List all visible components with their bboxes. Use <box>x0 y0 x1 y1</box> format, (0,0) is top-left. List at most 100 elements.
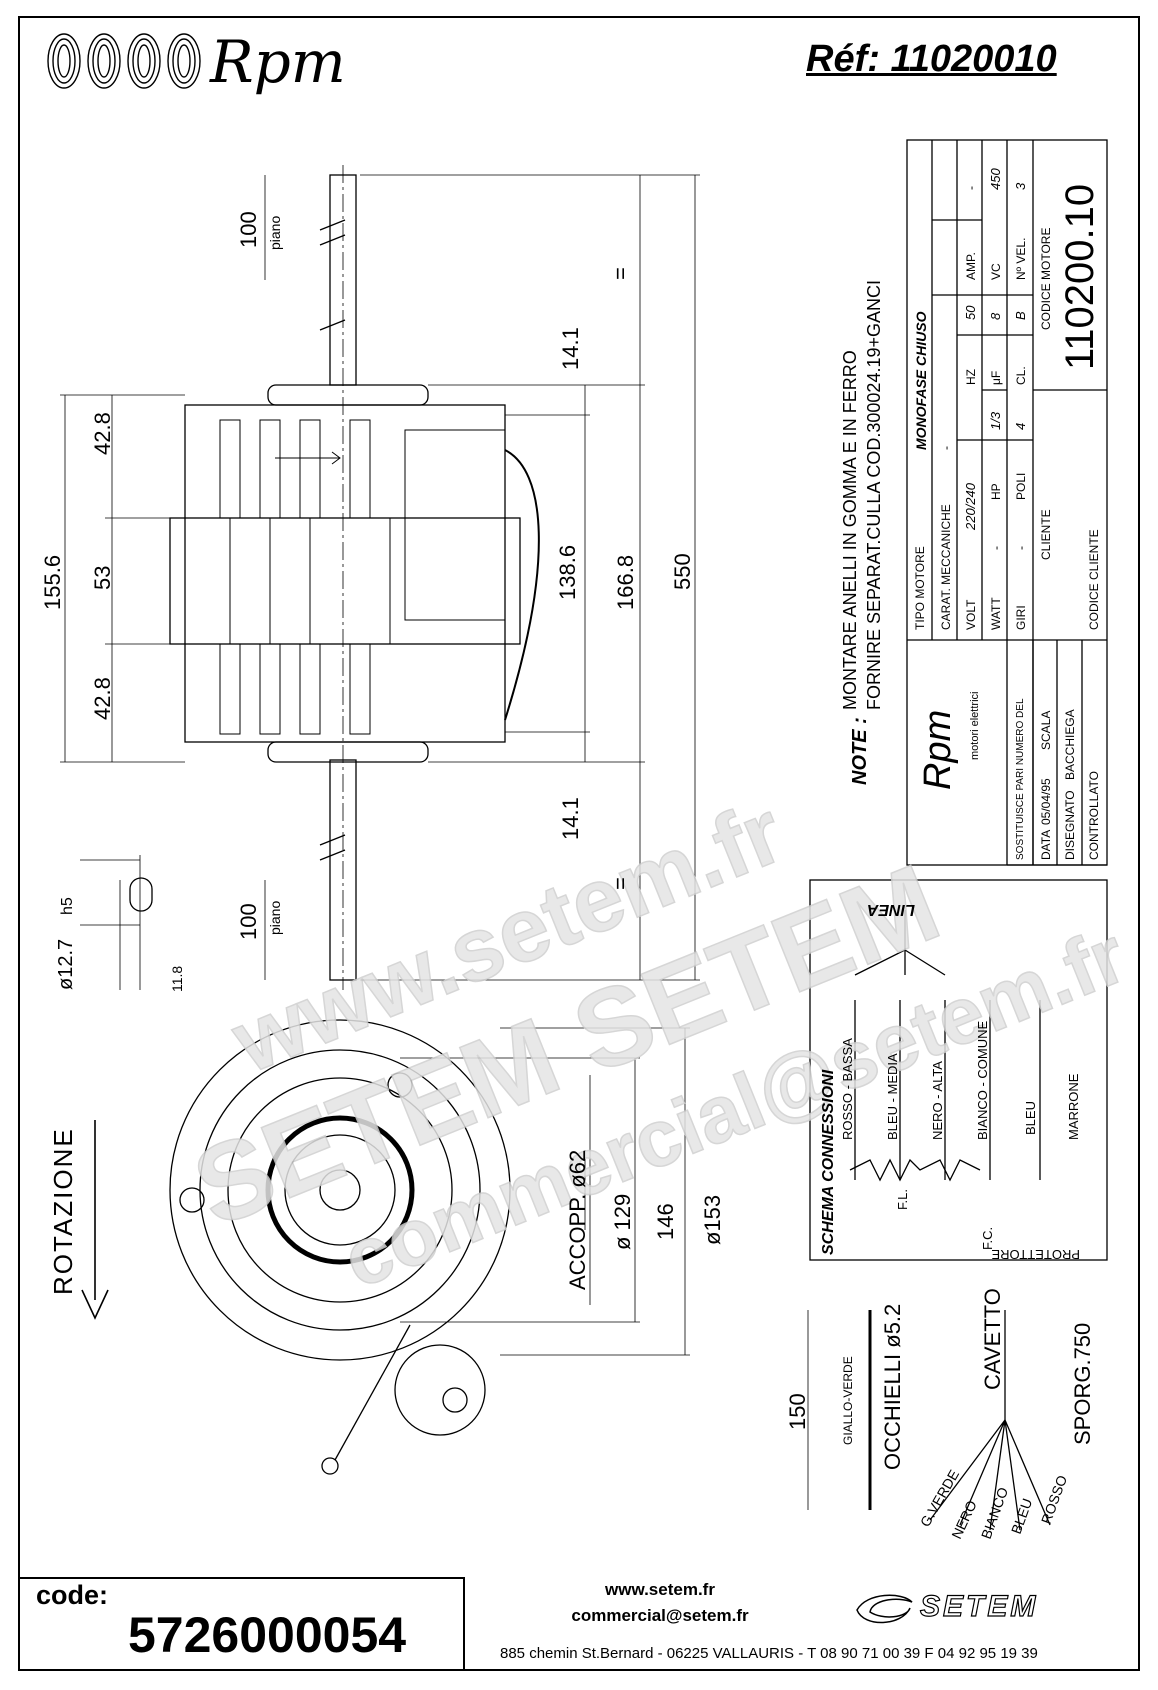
svg-text:F.C.: F.C. <box>980 1227 995 1250</box>
svg-text:CODICE MOTORE: CODICE MOTORE <box>1039 228 1053 330</box>
svg-text:50: 50 <box>963 305 978 320</box>
svg-text:11.8: 11.8 <box>169 966 185 992</box>
svg-text:BACCHIEGA: BACCHIEGA <box>1063 709 1077 780</box>
svg-text:4: 4 <box>1013 423 1028 430</box>
svg-text:1/3: 1/3 <box>988 411 1003 430</box>
svg-text:TIPO MOTORE: TIPO MOTORE <box>913 546 927 630</box>
svg-text:AMP.: AMP. <box>964 252 978 280</box>
svg-text:B: B <box>1013 311 1028 320</box>
svg-text:HP: HP <box>989 483 1003 500</box>
rpm-spring-logo <box>47 33 201 89</box>
svg-text:BLEU: BLEU <box>1023 1101 1038 1135</box>
product-code: 5726000054 <box>128 1607 407 1663</box>
svg-text:CL.: CL. <box>1014 366 1028 385</box>
svg-text:h5: h5 <box>59 897 76 915</box>
svg-text:CLIENTE: CLIENTE <box>1039 509 1053 560</box>
svg-text:MONTARE ANELLI IN GOMMA E IN F: MONTARE ANELLI IN GOMMA E IN FERRO <box>840 350 860 710</box>
svg-text:CONTROLLATO: CONTROLLATO <box>1087 771 1101 860</box>
website-link[interactable]: www.setem.fr <box>605 1580 715 1599</box>
svg-text:ø12.7: ø12.7 <box>55 939 77 990</box>
svg-text:=: = <box>608 267 633 280</box>
svg-text:motori elettrici: motori elettrici <box>969 692 981 760</box>
svg-text:166.8: 166.8 <box>613 555 638 610</box>
email-link[interactable]: commercial@setem.fr <box>571 1606 749 1625</box>
svg-text:piano: piano <box>267 901 283 935</box>
svg-text:100: 100 <box>236 903 261 940</box>
svg-text:100: 100 <box>236 211 261 248</box>
flange-top <box>267 384 429 406</box>
svg-text:WATT: WATT <box>989 597 1003 630</box>
svg-text:Nº VEL.: Nº VEL. <box>1014 238 1028 280</box>
svg-text:DISEGNATO: DISEGNATO <box>1063 790 1077 860</box>
svg-text:BIANCO - COMUNE: BIANCO - COMUNE <box>975 1021 990 1141</box>
svg-text:-: - <box>1014 546 1028 550</box>
svg-text:POLI: POLI <box>1014 473 1028 500</box>
svg-text:8: 8 <box>988 312 1003 320</box>
code-label: code: <box>36 1580 109 1610</box>
svg-text:BIANCO: BIANCO <box>978 1485 1011 1541</box>
svg-text:HZ: HZ <box>964 369 978 385</box>
svg-text:ACCOPP. ø62: ACCOPP. ø62 <box>565 1150 590 1290</box>
svg-text:Rpm: Rpm <box>917 710 959 790</box>
svg-text:450: 450 <box>988 168 1003 190</box>
svg-text:150: 150 <box>785 1393 810 1430</box>
svg-text:SPORG.750: SPORG.750 <box>1070 1323 1095 1445</box>
svg-text:NOTE :: NOTE : <box>849 717 871 785</box>
svg-text:-: - <box>939 446 953 450</box>
svg-text:ø153: ø153 <box>700 1195 725 1245</box>
svg-text:NERO - ALTA: NERO - ALTA <box>930 1061 945 1140</box>
svg-text:LINEA: LINEA <box>867 901 915 918</box>
svg-text:155.6: 155.6 <box>40 555 65 610</box>
reference-number: Réf: 11020010 <box>806 38 1057 80</box>
svg-text:piano: piano <box>267 216 283 250</box>
svg-text:F.L.: F.L. <box>895 1189 910 1210</box>
flange-bottom <box>267 741 429 763</box>
svg-text:=: = <box>608 877 633 890</box>
svg-text:ROTAZIONE: ROTAZIONE <box>48 1127 78 1295</box>
svg-text:550: 550 <box>670 553 695 590</box>
svg-text:BLEU: BLEU <box>1008 1496 1036 1536</box>
svg-text:3: 3 <box>1013 182 1028 190</box>
svg-text:-: - <box>964 186 978 190</box>
svg-text:μF: μF <box>989 371 1003 385</box>
svg-text:ROSSO: ROSSO <box>1038 1473 1070 1526</box>
svg-text:53: 53 <box>90 566 115 590</box>
drawing-frame <box>18 16 1140 1671</box>
schema-box <box>809 879 1108 1261</box>
setem-logo: SETEM <box>919 1589 1039 1623</box>
svg-text:NERO: NERO <box>948 1498 980 1542</box>
svg-text:VC: VC <box>989 263 1003 280</box>
svg-text:FORNIRE SEPARAT.CULLA COD.3000: FORNIRE SEPARAT.CULLA COD.300024.19+GANC… <box>864 280 884 710</box>
svg-text:42.8: 42.8 <box>90 412 115 455</box>
svg-text:110200.10: 110200.10 <box>1058 184 1102 370</box>
svg-text:BLEU - MEDIA: BLEU - MEDIA <box>885 1053 900 1140</box>
svg-text:SCALA: SCALA <box>1039 711 1053 750</box>
svg-text:14.1: 14.1 <box>558 797 583 840</box>
svg-text:GIRI: GIRI <box>1014 605 1028 630</box>
svg-text:220/240: 220/240 <box>963 482 978 531</box>
svg-text:42.8: 42.8 <box>90 677 115 720</box>
svg-text:OCCHIELLI ø5.2: OCCHIELLI ø5.2 <box>880 1304 905 1470</box>
code-box <box>18 1577 465 1671</box>
svg-text:05/04/95: 05/04/95 <box>1039 778 1053 825</box>
svg-text:MARRONE: MARRONE <box>1066 1073 1081 1140</box>
brand-name: Rpm <box>210 28 346 96</box>
setem-swoosh-icon <box>856 1594 913 1624</box>
stator-pack <box>169 517 521 645</box>
svg-text:GIALLO-VERDE: GIALLO-VERDE <box>841 1356 855 1445</box>
svg-text:DATA: DATA <box>1039 830 1053 860</box>
svg-text:CARAT. MECCANICHE: CARAT. MECCANICHE <box>939 504 953 630</box>
motor-body <box>184 404 506 743</box>
svg-text:CODICE CLIENTE: CODICE CLIENTE <box>1087 529 1101 630</box>
svg-text:VOLT: VOLT <box>964 599 978 630</box>
front-view-housing <box>169 1019 511 1361</box>
svg-text:PROTETTORE: PROTETTORE <box>991 1247 1080 1262</box>
svg-text:146: 146 <box>653 1203 678 1240</box>
svg-text:SCHEMA CONNESSIONI: SCHEMA CONNESSIONI <box>820 1069 837 1255</box>
svg-text:138.6: 138.6 <box>555 545 580 600</box>
svg-text:SOSTITUISCE PARI NUMERO DEL: SOSTITUISCE PARI NUMERO DEL <box>1015 698 1026 860</box>
svg-text:-: - <box>989 546 1003 550</box>
svg-text:MONOFASE CHIUSO: MONOFASE CHIUSO <box>913 311 929 450</box>
svg-text:CAVETTO: CAVETTO <box>980 1288 1005 1390</box>
